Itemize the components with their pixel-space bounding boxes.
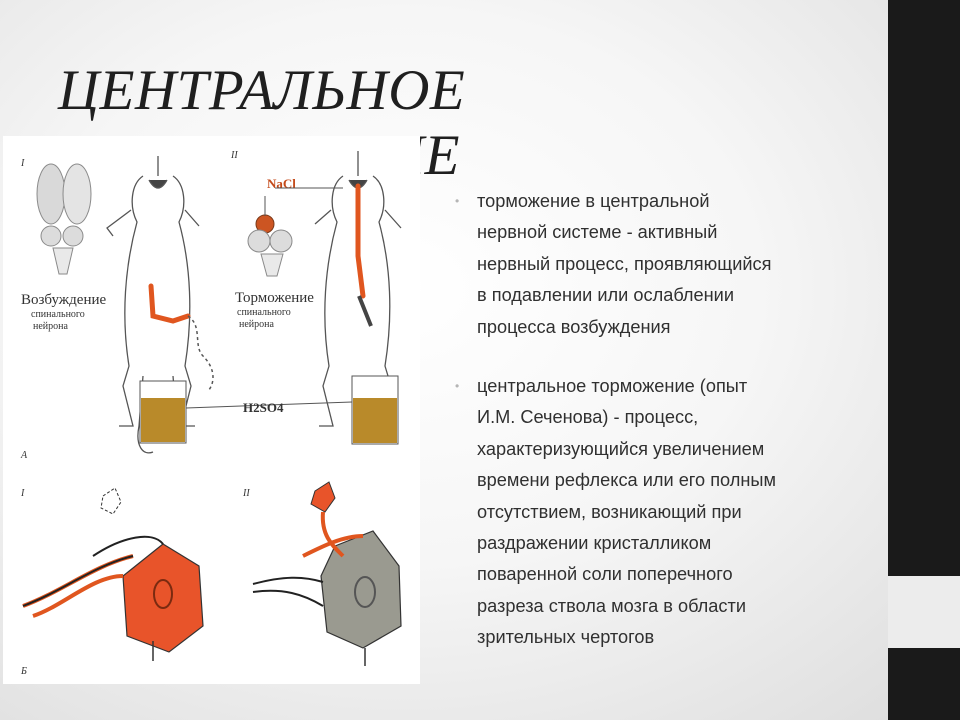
bullet-line: характеризующийся увеличением — [477, 438, 765, 459]
caption-inhibition-line2: спинального — [237, 307, 291, 318]
bullet-line: времени рефлекса или его полным — [477, 470, 777, 491]
bullet-line: в подавлении или ослаблении — [477, 285, 735, 306]
bullet-line: раздражении кристалликом — [477, 533, 712, 554]
caption-inhibition-line1: Торможение — [235, 290, 314, 306]
caption-inhibition-line3: нейрона — [239, 319, 274, 330]
caption-excitation-line1: Возбуждение — [21, 292, 107, 308]
sidebar-dark-block-bottom — [888, 648, 960, 720]
brain-icon-inhibition — [247, 214, 293, 277]
bullet-line: разреза ствола мозга в области — [477, 595, 746, 616]
sechenov-experiment-figure: I Возбуждение спинального нейрона II NaC… — [3, 136, 420, 684]
bullet-line: зрительных чертогов — [477, 627, 655, 648]
panel-label-a: А — [20, 450, 28, 461]
bullet-line: центральное торможение (опыт — [477, 376, 748, 397]
bullet-line: процесса возбуждения — [477, 316, 671, 337]
panel-label-ii-top: II — [230, 150, 238, 161]
caption-excitation-line2: спинального — [31, 309, 85, 320]
bullet-marker: • — [455, 379, 460, 394]
connector-line — [185, 401, 353, 409]
bullet-line: И.М. Сеченова) - процесс, — [477, 407, 699, 428]
panel-label-i-top: I — [20, 158, 25, 169]
beaker-icon-right — [351, 375, 399, 445]
sidebar-light-block — [888, 576, 960, 648]
bullet-line: отсутствием, возникающий при — [477, 501, 742, 522]
brain-icon-excitation — [36, 163, 92, 275]
neuron-icon-excitation — [22, 487, 204, 661]
bullet-list: • торможение в центральной нервной систе… — [455, 186, 875, 682]
panel-label-b: Б — [20, 666, 27, 677]
nacl-label: NaCl — [267, 176, 296, 191]
panel-label-i-bottom: I — [20, 488, 25, 499]
bullet-item-sechenov: • центральное торможение (опыт И.М. Сече… — [455, 371, 875, 654]
bullet-line: нервной системе - активный — [477, 222, 718, 243]
bullet-marker: • — [455, 194, 460, 208]
bullet-item-definition: • торможение в центральной нервной систе… — [455, 186, 875, 343]
beaker-icon-left — [139, 380, 187, 444]
panel-label-ii-bottom: II — [242, 488, 250, 499]
neuron-icon-inhibition — [252, 481, 402, 666]
bullet-line: нервный процесс, проявляющийся — [477, 253, 772, 274]
bullet-line: торможение в центральной — [477, 191, 710, 211]
caption-excitation-line3: нейрона — [33, 321, 68, 332]
sidebar-dark-block-top — [888, 0, 960, 576]
bullet-line: поваренной соли поперечного — [477, 564, 733, 585]
acid-label: H2SO4 — [243, 400, 284, 415]
